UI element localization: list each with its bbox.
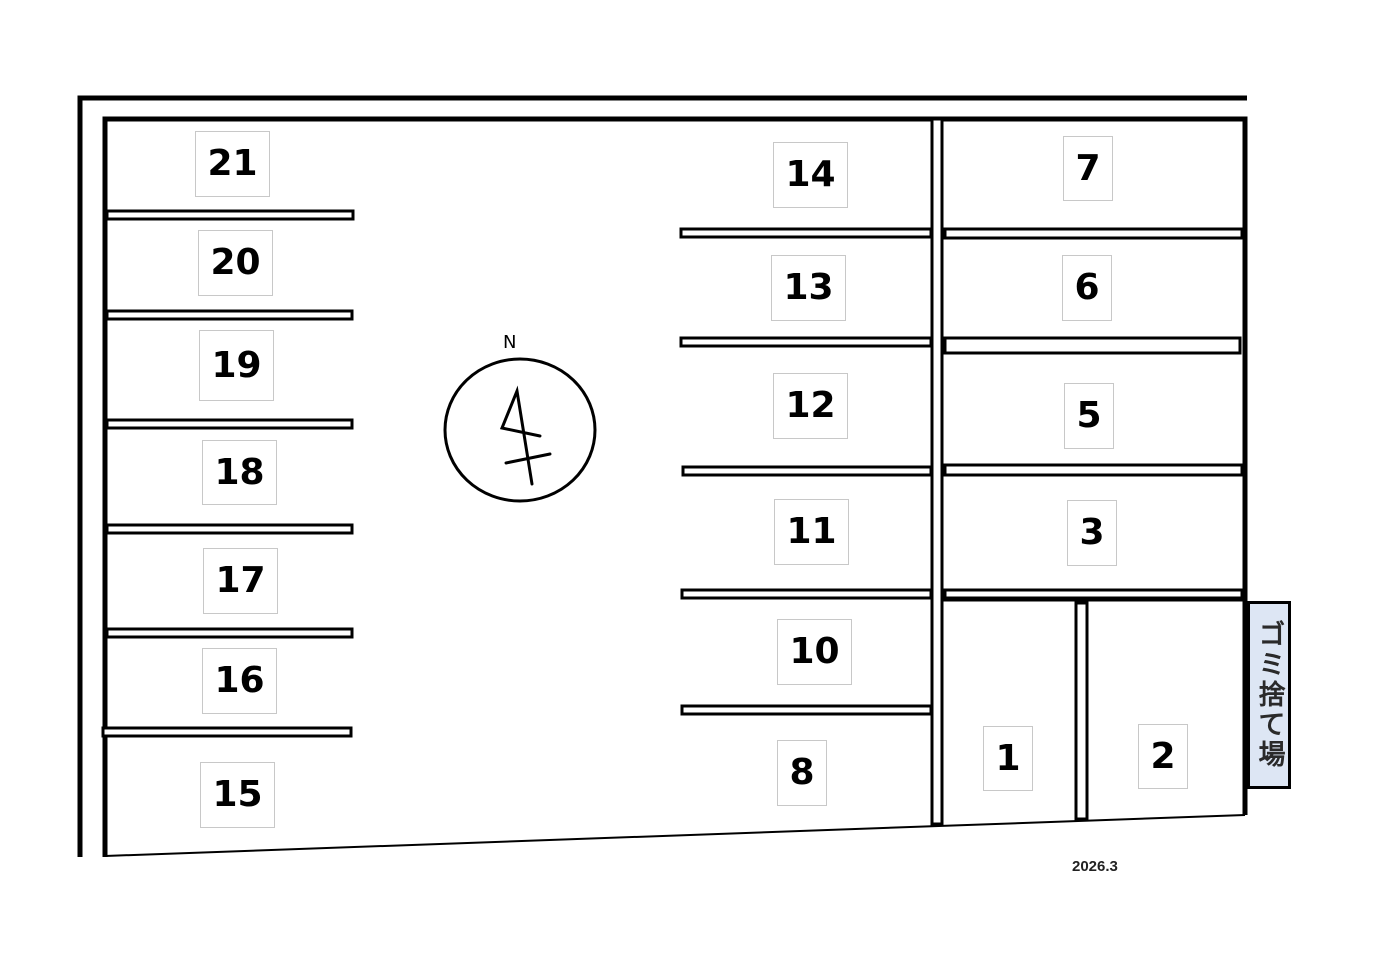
space-14-label: 14 xyxy=(773,142,848,208)
space-21-label: 21 xyxy=(195,131,270,197)
space-6-label: 6 xyxy=(1062,255,1112,321)
lower-right-divider xyxy=(1074,601,1089,821)
center-wall xyxy=(930,117,944,826)
space-15-label: 15 xyxy=(200,762,275,828)
divider xyxy=(943,227,1244,240)
space-11-label: 11 xyxy=(774,499,849,565)
divider xyxy=(105,209,355,221)
divider xyxy=(680,588,933,600)
divider xyxy=(943,336,1242,355)
divider xyxy=(681,465,933,477)
date-label: 2026.3 xyxy=(1072,858,1118,875)
space-13-label: 13 xyxy=(771,255,846,321)
space-3-label: 3 xyxy=(1067,500,1117,566)
divider xyxy=(105,418,354,430)
trash-area-label: ゴミ捨て場 xyxy=(1253,620,1285,770)
divider xyxy=(101,726,353,738)
space-20-label: 20 xyxy=(198,230,273,296)
divider xyxy=(105,627,354,639)
right-dividers xyxy=(943,227,1244,600)
compass-icon xyxy=(443,357,597,503)
space-18-label: 18 xyxy=(202,440,277,505)
divider xyxy=(943,463,1244,477)
divider xyxy=(679,336,933,348)
space-7-label: 7 xyxy=(1063,136,1113,201)
outer-wall xyxy=(77,95,1248,857)
divider xyxy=(680,704,933,716)
space-5-label: 5 xyxy=(1064,383,1114,449)
space-19-label: 19 xyxy=(199,330,274,401)
left-dividers xyxy=(101,209,355,738)
space-8-label: 8 xyxy=(777,740,827,806)
trash-area: ゴミ捨て場 xyxy=(1247,601,1291,789)
divider xyxy=(105,523,354,535)
space-1-label: 1 xyxy=(983,726,1033,791)
space-2-label: 2 xyxy=(1138,724,1188,789)
space-10-label: 10 xyxy=(777,619,852,685)
divider xyxy=(943,588,1244,600)
space-16-label: 16 xyxy=(202,648,277,714)
space-12-label: 12 xyxy=(773,373,848,439)
space-17-label: 17 xyxy=(203,548,278,614)
bottom-boundary xyxy=(104,814,1246,857)
divider xyxy=(105,309,354,321)
divider xyxy=(679,227,933,239)
north-label: N xyxy=(503,332,517,353)
